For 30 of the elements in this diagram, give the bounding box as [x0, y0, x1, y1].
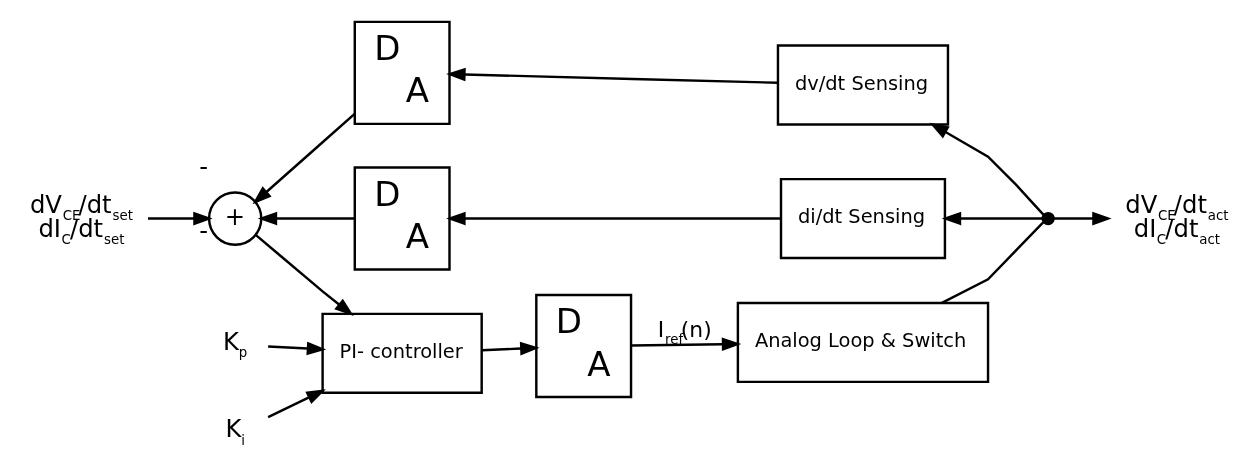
node-label: - — [199, 215, 209, 245]
connector — [941, 220, 1045, 304]
node-text: dV$_{CE}$/dt$_{act}$ dI$_{C}$/dt$_{act}$ — [1125, 189, 1229, 247]
node-circle: + — [207, 190, 263, 246]
arrow — [446, 211, 781, 225]
arrow — [147, 211, 213, 225]
arrow — [929, 122, 1045, 216]
node-text: K$_{i}$ — [225, 413, 245, 448]
arrow — [268, 341, 327, 355]
arrow — [446, 67, 778, 84]
arrow — [257, 211, 355, 225]
node-box: D A — [353, 165, 451, 271]
arrow — [631, 336, 742, 351]
node-text: K$_{p}$ — [223, 326, 248, 360]
node-box: D A — [535, 293, 633, 398]
arrow — [941, 211, 1043, 225]
node-box: D A — [353, 20, 451, 125]
arrow — [1054, 211, 1112, 225]
node-text: dV$_{CE}$/dt$_{set}$ dI$_{C}$/dt$_{set}$ — [29, 189, 133, 247]
node-box: PI- controller — [321, 312, 483, 394]
node-box: dv/dt Sensing — [776, 43, 950, 126]
arrow — [255, 233, 354, 316]
edge-label: I$_{ref}$(n) — [657, 316, 712, 347]
arrow — [267, 388, 326, 418]
arrow — [481, 341, 540, 355]
arrow — [252, 112, 356, 204]
node-box: di/dt Sensing — [779, 177, 947, 259]
node-label: - — [199, 151, 209, 181]
node-circle — [1041, 211, 1055, 225]
node-box: Analog Loop & Switch — [736, 301, 990, 383]
